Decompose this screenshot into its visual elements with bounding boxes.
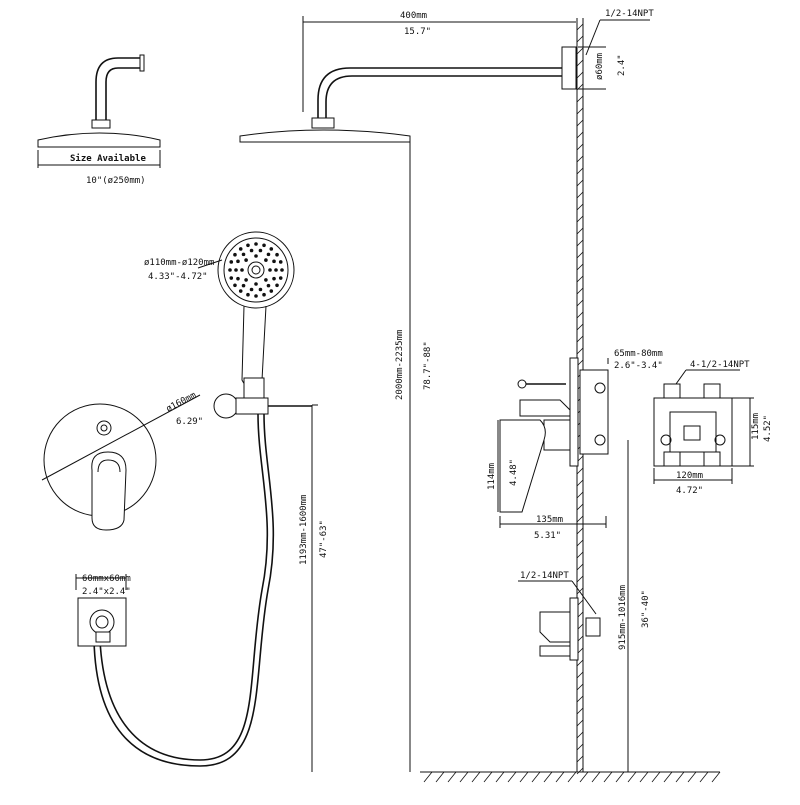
npt-top-label: 1/2-14NPT (605, 9, 654, 19)
trim-size-mm: ø160mm (165, 391, 198, 415)
valve-npt-label: 4-1/2-14NPT (690, 360, 750, 370)
valve-height-mm: 115mm (751, 413, 761, 440)
head-height-in: 78.7"-88" (423, 341, 433, 390)
flange-size-in: 2.4" (617, 54, 627, 76)
valve-body-icon (579, 369, 609, 455)
ceiling-flange (561, 46, 577, 90)
handle-width-mm: 135mm (536, 515, 563, 525)
hand-shower-assembly: ø110mm-ø120mm 4.33"-4.72" (93, 231, 312, 767)
valve-height-in: 4.52" (763, 415, 773, 442)
head-size-label: 10"(ø250mm) (86, 176, 146, 186)
lower-outlet: 1/2-14NPT 915mm-1016mm 36"-40" (518, 440, 651, 772)
valve-width-in: 4.72" (676, 486, 703, 496)
shower-head-thumbnail: Size Available 10"(ø250mm) (37, 54, 161, 186)
trim-plate: ø160mm 6.29" (41, 391, 203, 531)
wall-outlet: 60mmx60mm 2.4"x2.4" (75, 574, 131, 647)
size-available-label: Size Available (70, 153, 146, 164)
hand-shower-size-mm: ø110mm-ø120mm (144, 258, 214, 268)
slide-height-mm: 1193mm-1600mm (299, 495, 309, 565)
valve-side-view: 65mm-80mm 2.6"-3.4" 114mm 4.48" 135mm 5.… (487, 349, 663, 541)
outlet-size-mm: 60mmx60mm (82, 574, 131, 584)
outlet-size-in: 2.4"x2.4" (82, 587, 131, 597)
shower-head-icon (239, 129, 411, 143)
head-height-mm: 2000mm-2235mm (395, 330, 405, 400)
rain-shower-assembly: 400mm 15.7" 1/2-14NPT ø60mm 2.4" (239, 9, 654, 143)
valve-width-mm: 120mm (676, 471, 703, 481)
trim-size-in: 6.29" (176, 417, 203, 427)
slide-height-dimension: 1193mm-1600mm 47"-63" (299, 404, 329, 772)
slide-height-in: 47"-63" (319, 520, 329, 558)
arm-length-mm: 400mm (400, 11, 427, 21)
arm-length-in: 15.7" (404, 27, 431, 37)
valve-pos-in: 36"-40" (641, 590, 651, 628)
depth-in: 2.6"-3.4" (614, 361, 663, 371)
floor-hatch (423, 771, 721, 783)
handle-height-mm: 114mm (487, 463, 497, 490)
handle-width-in: 5.31" (534, 531, 561, 541)
valve-front-view: 4-1/2-14NPT 115mm 4.52" 120mm 4.72" (653, 360, 773, 496)
hand-shower-size-in: 4.33"-4.72" (148, 272, 208, 282)
lower-npt-label: 1/2-14NPT (520, 571, 569, 581)
depth-mm: 65mm-80mm (614, 349, 663, 359)
handle-height-in: 4.48" (509, 459, 519, 486)
head-height-dimension: 2000mm-2235mm 78.7"-88" (395, 142, 433, 772)
flange-size-mm: ø60mm (595, 53, 605, 80)
valve-pos-mm: 915mm-1016mm (618, 585, 628, 650)
